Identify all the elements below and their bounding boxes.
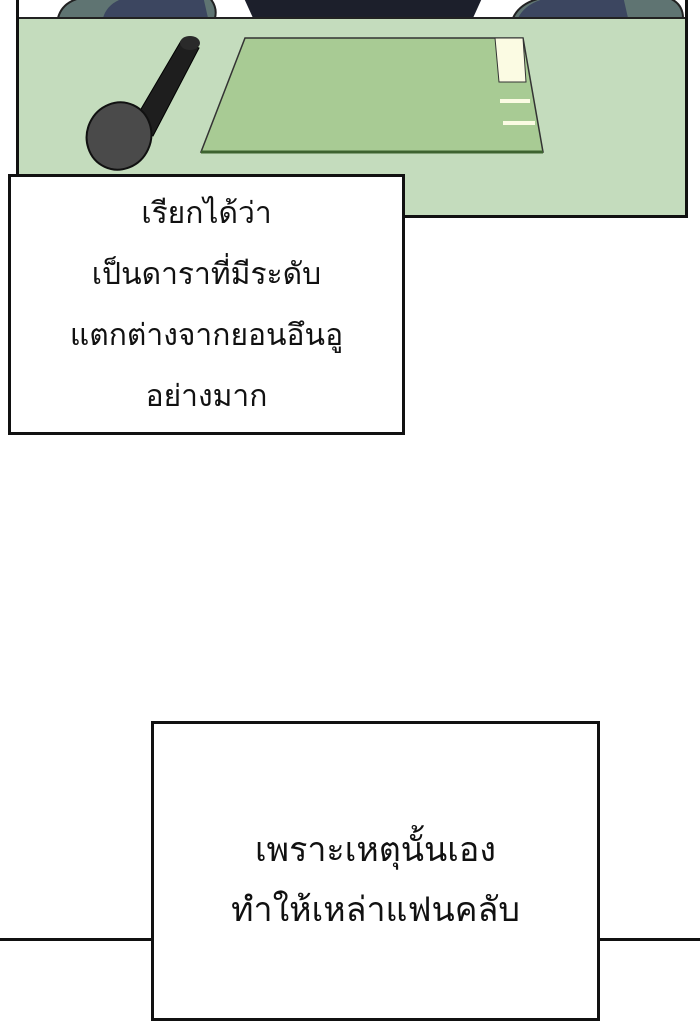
panel-divider-right — [598, 938, 700, 941]
character-torso — [244, 0, 482, 18]
caption-box-bottom: เพราะเหตุนั้นเอง ทำให้เหล่าแฟนคลับ — [151, 721, 600, 1021]
caption-line: เรียกได้ว่า — [141, 195, 272, 231]
microphone-icon — [85, 36, 200, 171]
caption-box-top: เรียกได้ว่า เป็นดาราที่มีระดับ แตกต่างจา… — [8, 174, 405, 435]
caption-line: อย่างมาก — [145, 378, 268, 414]
caption-line: แตกต่างจากยอนอึนอู — [69, 317, 344, 353]
caption-line: เป็นดาราที่มีระดับ — [91, 256, 322, 292]
caption-line: ทำให้เหล่าแฟนคลับ — [231, 890, 520, 930]
desk-panel-illustration — [16, 0, 688, 218]
folder-icon — [199, 37, 544, 154]
caption-line: เพราะเหตุนั้นเอง — [255, 830, 496, 870]
desk-scene — [19, 0, 685, 171]
character-sleeve-left — [103, 0, 208, 18]
panel-divider-left — [0, 938, 152, 941]
